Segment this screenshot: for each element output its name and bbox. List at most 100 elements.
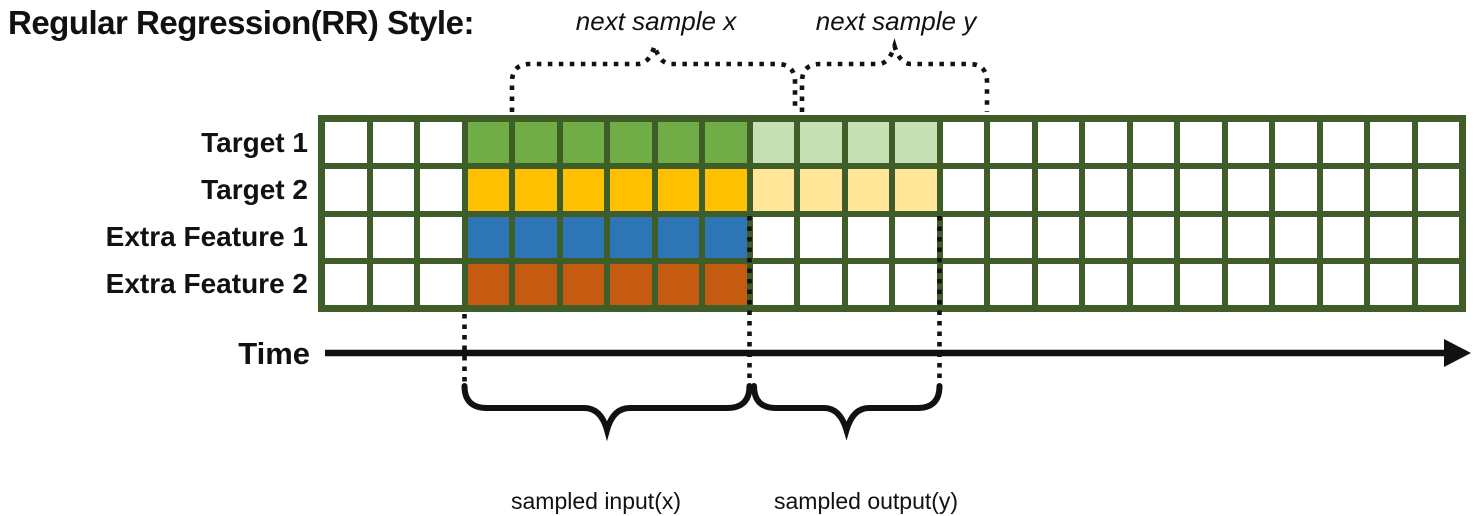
grid-cell — [800, 122, 842, 164]
grid-cell — [420, 169, 462, 211]
grid-cell — [1227, 216, 1269, 258]
next-sample-y-label: next sample y — [815, 6, 977, 36]
row-label-target-1: Target 1 — [201, 127, 308, 158]
grid-cell — [800, 263, 842, 305]
grid-cell — [1085, 216, 1127, 258]
grid-cell — [847, 216, 889, 258]
row-label-target-2: Target 2 — [201, 174, 308, 205]
grid-cell — [657, 122, 699, 164]
grid-cell — [515, 263, 557, 305]
grid-cell — [705, 122, 747, 164]
grid-cell — [1322, 216, 1364, 258]
grid-cell — [562, 169, 604, 211]
grid-cell — [1227, 169, 1269, 211]
grid-cell — [1370, 216, 1412, 258]
grid-cell — [657, 169, 699, 211]
grid-cell — [657, 216, 699, 258]
next-sample-x-label: next sample x — [575, 6, 737, 36]
grid-cell — [800, 169, 842, 211]
grid-cell — [847, 169, 889, 211]
grid-cell — [1037, 169, 1079, 211]
grid-cell — [467, 216, 509, 258]
grid-cell — [1180, 122, 1222, 164]
grid-cell — [705, 216, 747, 258]
grid-cell — [1322, 263, 1364, 305]
grid-cell — [847, 122, 889, 164]
grid-cell — [752, 263, 794, 305]
time-arrow-head — [1444, 339, 1471, 367]
grid-cell — [1180, 263, 1222, 305]
grid-cell — [372, 263, 414, 305]
grid-cell — [562, 216, 604, 258]
grid-cell — [657, 263, 699, 305]
grid-cell — [467, 169, 509, 211]
grid-cell — [895, 216, 937, 258]
grid-cell — [1370, 263, 1412, 305]
grid-cell — [1275, 263, 1317, 305]
grid-cell — [895, 169, 937, 211]
grid-cell — [942, 122, 984, 164]
grid-cell — [1037, 263, 1079, 305]
grid-cell — [420, 216, 462, 258]
grid-cell — [705, 263, 747, 305]
grid-cell — [752, 216, 794, 258]
grid-cell — [1275, 122, 1317, 164]
grid-cell — [1370, 169, 1412, 211]
grid-cell — [1227, 263, 1269, 305]
grid-cell — [1275, 169, 1317, 211]
grid-cell — [562, 263, 604, 305]
grid-cell — [420, 122, 462, 164]
grid-cell — [325, 122, 367, 164]
grid-cell — [1132, 169, 1174, 211]
grid-cell — [942, 216, 984, 258]
grid-cell — [325, 216, 367, 258]
grid-cell — [610, 216, 652, 258]
grid-cell — [895, 122, 937, 164]
next-sample-x-brace — [509, 38, 798, 112]
figure-title: Regular Regression(RR) Style: — [8, 4, 474, 41]
grid-cell — [1275, 216, 1317, 258]
grid-cell — [1132, 122, 1174, 164]
grid-cell — [1417, 169, 1459, 211]
grid-cell — [990, 263, 1032, 305]
sample-grid — [318, 115, 1466, 312]
sampled-input-note: sampled input(x) lookback=6 input_featur… — [511, 424, 729, 516]
grid-cell — [372, 169, 414, 211]
grid-cell — [752, 169, 794, 211]
grid-cell — [467, 122, 509, 164]
grid-cell — [1322, 122, 1364, 164]
grid-cell — [895, 263, 937, 305]
grid-cell — [1180, 169, 1222, 211]
grid-cell — [610, 263, 652, 305]
grid-cell — [705, 169, 747, 211]
grid-cell — [942, 169, 984, 211]
row-label-extra-feature-2: Extra Feature 2 — [105, 268, 308, 299]
time-axis-label: Time — [238, 336, 310, 371]
sampled-output-title: sampled output(y) — [774, 488, 959, 514]
grid-cell — [1370, 122, 1412, 164]
sampled-input-title: sampled input(x) — [511, 488, 682, 514]
grid-cell — [1417, 263, 1459, 305]
grid-cell — [420, 263, 462, 305]
grid-cell — [515, 122, 557, 164]
grid-cell — [1417, 122, 1459, 164]
grid-cell — [372, 122, 414, 164]
next-sample-y-brace — [799, 38, 990, 112]
grid-cell — [610, 169, 652, 211]
grid-cell — [847, 263, 889, 305]
grid-cell — [325, 169, 367, 211]
grid-cell — [990, 122, 1032, 164]
grid-cell — [515, 169, 557, 211]
grid-cell — [800, 216, 842, 258]
grid-cell — [1037, 122, 1079, 164]
grid-cell — [1180, 216, 1222, 258]
grid-cell — [942, 263, 984, 305]
grid-cell — [515, 216, 557, 258]
grid-cell — [1417, 216, 1459, 258]
grid-cell — [1227, 122, 1269, 164]
sampled-output-note: sampled output(y) horizon=4 output_featu… — [774, 424, 1006, 516]
grid-cell — [1085, 122, 1127, 164]
grid-cell — [1037, 216, 1079, 258]
grid-cell — [610, 122, 652, 164]
